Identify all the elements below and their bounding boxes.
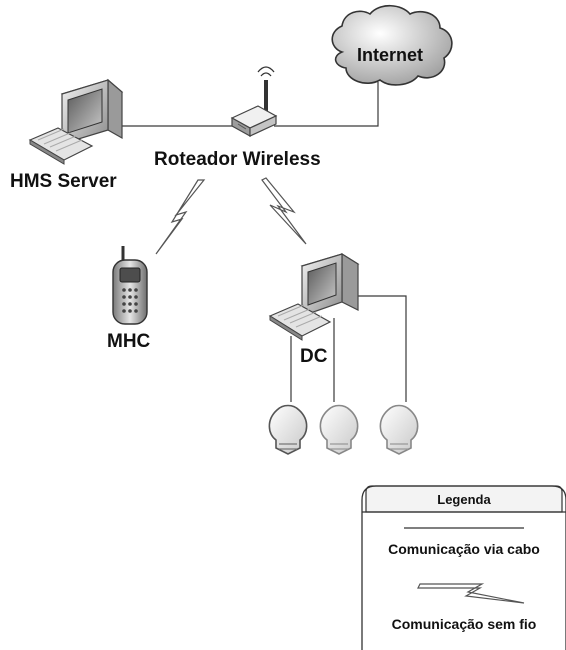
wire-router-internet xyxy=(274,82,379,127)
router-label: Roteador Wireless xyxy=(154,149,321,170)
lightning-bolt-icon xyxy=(261,177,307,245)
dc-label: DC xyxy=(300,346,328,367)
wireless-router-icon xyxy=(230,66,278,138)
hms-server-label: HMS Server xyxy=(10,171,117,192)
legend-wireless-label: Comunicação sem fio xyxy=(392,616,537,632)
legend-box: Legenda Comunicação via cabo Comunicação… xyxy=(361,485,566,650)
legend-title: Legenda xyxy=(437,492,491,507)
hms-server-computer-icon xyxy=(28,78,124,165)
keyboard-icon xyxy=(268,303,332,341)
light-bulb-icon xyxy=(379,404,419,455)
wire-dc-bulb3 xyxy=(358,295,407,402)
internet-label: Internet xyxy=(357,45,423,65)
lightning-bolt-icon xyxy=(155,179,206,255)
mhc-label: MHC xyxy=(107,331,151,352)
wired-connections xyxy=(118,82,407,402)
dc-computer-icon xyxy=(268,252,360,341)
legend-wired-label: Comunicação via cabo xyxy=(388,541,540,557)
cloud-icon xyxy=(331,4,453,86)
desktop-computer-icon xyxy=(60,78,124,145)
keyboard-icon xyxy=(28,127,94,165)
light-bulb-icon xyxy=(319,404,359,455)
wireless-link-router-mhc xyxy=(155,179,206,255)
light-bulb-icon xyxy=(268,404,308,455)
lightning-bolt-icon xyxy=(417,583,525,604)
mobile-phone-icon xyxy=(112,246,148,325)
wireless-link-router-dc xyxy=(261,177,307,245)
desktop-computer-icon xyxy=(300,252,360,317)
